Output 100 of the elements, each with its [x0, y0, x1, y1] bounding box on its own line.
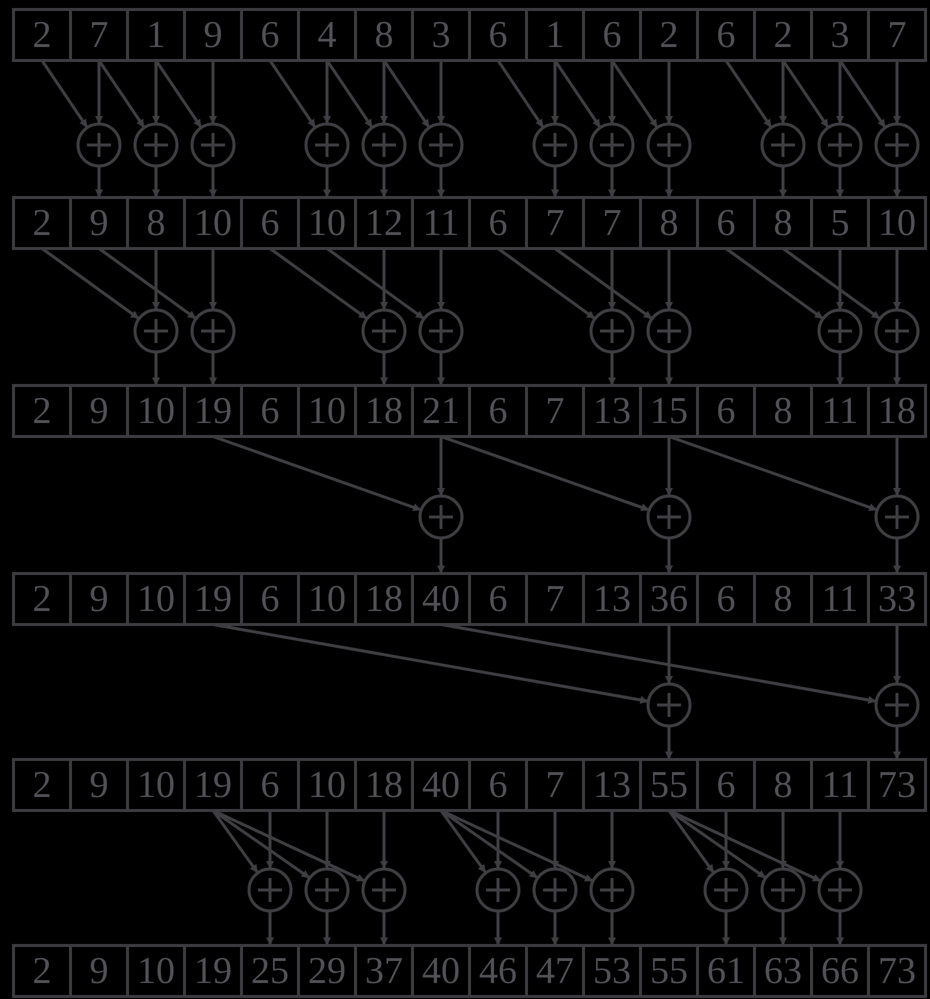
- arrow: [893, 624, 902, 684]
- arrow: [40, 60, 88, 128]
- array-cell: 12: [354, 196, 414, 250]
- array-cell: 6: [240, 758, 300, 812]
- array-cell: 10: [126, 944, 186, 998]
- array-cell: 7: [525, 384, 585, 438]
- array-cell: 18: [354, 758, 414, 812]
- arrow: [779, 166, 788, 198]
- arrow: [608, 810, 616, 869]
- array-cell: 7: [525, 196, 585, 250]
- array-cell: 6: [696, 196, 756, 250]
- arrow: [494, 911, 502, 946]
- arrow: [665, 436, 674, 496]
- arrow: [209, 60, 218, 124]
- array-cell: 2: [12, 196, 72, 250]
- arrow: [440, 810, 487, 874]
- array-cell: 9: [69, 196, 129, 250]
- array-cell: 2: [753, 8, 813, 62]
- array-cell: 40: [411, 944, 471, 998]
- arrow: [154, 60, 202, 128]
- arrow: [665, 352, 674, 386]
- arrow: [326, 60, 374, 128]
- arrow: [212, 623, 649, 704]
- arrow: [323, 810, 332, 869]
- array-cell: 73: [867, 758, 927, 812]
- arrow: [893, 248, 902, 310]
- arrow: [323, 60, 332, 124]
- arrow: [152, 352, 160, 386]
- array-cell: 8: [753, 196, 813, 250]
- arrow: [836, 352, 844, 386]
- arrow: [266, 810, 274, 869]
- array-cell: 33: [867, 572, 927, 626]
- arrow: [893, 352, 902, 386]
- arrow: [209, 352, 218, 386]
- array-cell: 11: [810, 384, 870, 438]
- array-cell: 10: [126, 572, 186, 626]
- arrow: [551, 911, 560, 946]
- array-cell: 63: [753, 944, 813, 998]
- array-cell: 46: [468, 944, 528, 998]
- array-cell: 7: [867, 8, 927, 62]
- array-cell: 8: [639, 196, 699, 250]
- array-cell: 7: [525, 572, 585, 626]
- arrow: [665, 60, 674, 124]
- arrow: [608, 60, 616, 124]
- arrow: [836, 60, 844, 124]
- array-cell: 2: [639, 8, 699, 62]
- array-cell: 6: [468, 384, 528, 438]
- arrow: [725, 247, 824, 320]
- arrow: [382, 60, 430, 128]
- array-cell: 10: [297, 384, 357, 438]
- arrow: [554, 60, 602, 128]
- array-cell: 7: [525, 758, 585, 812]
- arrow: [494, 810, 502, 869]
- array-cell: 6: [240, 384, 300, 438]
- array-cell: 19: [183, 758, 243, 812]
- array-cell: 21: [411, 384, 471, 438]
- array-cell: 37: [354, 944, 414, 998]
- array-cell: 10: [297, 196, 357, 250]
- arrow: [380, 248, 388, 310]
- arrow: [893, 726, 902, 760]
- array-cell: 19: [183, 944, 243, 998]
- array-cell: 40: [411, 572, 471, 626]
- arrow: [551, 810, 560, 869]
- arrow: [437, 538, 446, 574]
- arrow: [323, 911, 332, 946]
- array-cell: 55: [639, 944, 699, 998]
- array-cell: 9: [69, 758, 129, 812]
- arrow: [551, 60, 560, 124]
- array-cell: 10: [297, 758, 357, 812]
- arrow: [665, 726, 674, 760]
- array-cell: 5: [810, 196, 870, 250]
- array-cell: 13: [582, 572, 642, 626]
- arrow: [668, 435, 878, 512]
- arrow: [893, 60, 902, 124]
- array-cell: 6: [696, 758, 756, 812]
- arrow: [608, 248, 616, 310]
- array-cell: 13: [582, 384, 642, 438]
- array-cell: 2: [12, 944, 72, 998]
- array-cell: 15: [639, 384, 699, 438]
- arrow: [836, 911, 844, 946]
- arrow: [496, 60, 544, 128]
- array-cell: 36: [639, 572, 699, 626]
- array-cell: 9: [69, 944, 129, 998]
- array-cell: 8: [126, 196, 186, 250]
- arrow: [554, 247, 653, 320]
- array-cell: 6: [696, 384, 756, 438]
- array-cell: 61: [696, 944, 756, 998]
- arrow: [152, 166, 160, 198]
- array-cell: 8: [753, 572, 813, 626]
- arrow: [724, 60, 772, 128]
- arrow: [152, 248, 160, 310]
- arrow: [41, 247, 140, 320]
- arrow: [779, 810, 788, 869]
- array-cell: 47: [525, 944, 585, 998]
- arrow: [437, 60, 446, 124]
- arrow: [836, 248, 844, 310]
- array-cell: 7: [582, 196, 642, 250]
- arrow: [209, 248, 218, 310]
- array-cell: 11: [810, 572, 870, 626]
- arrow: [266, 911, 274, 946]
